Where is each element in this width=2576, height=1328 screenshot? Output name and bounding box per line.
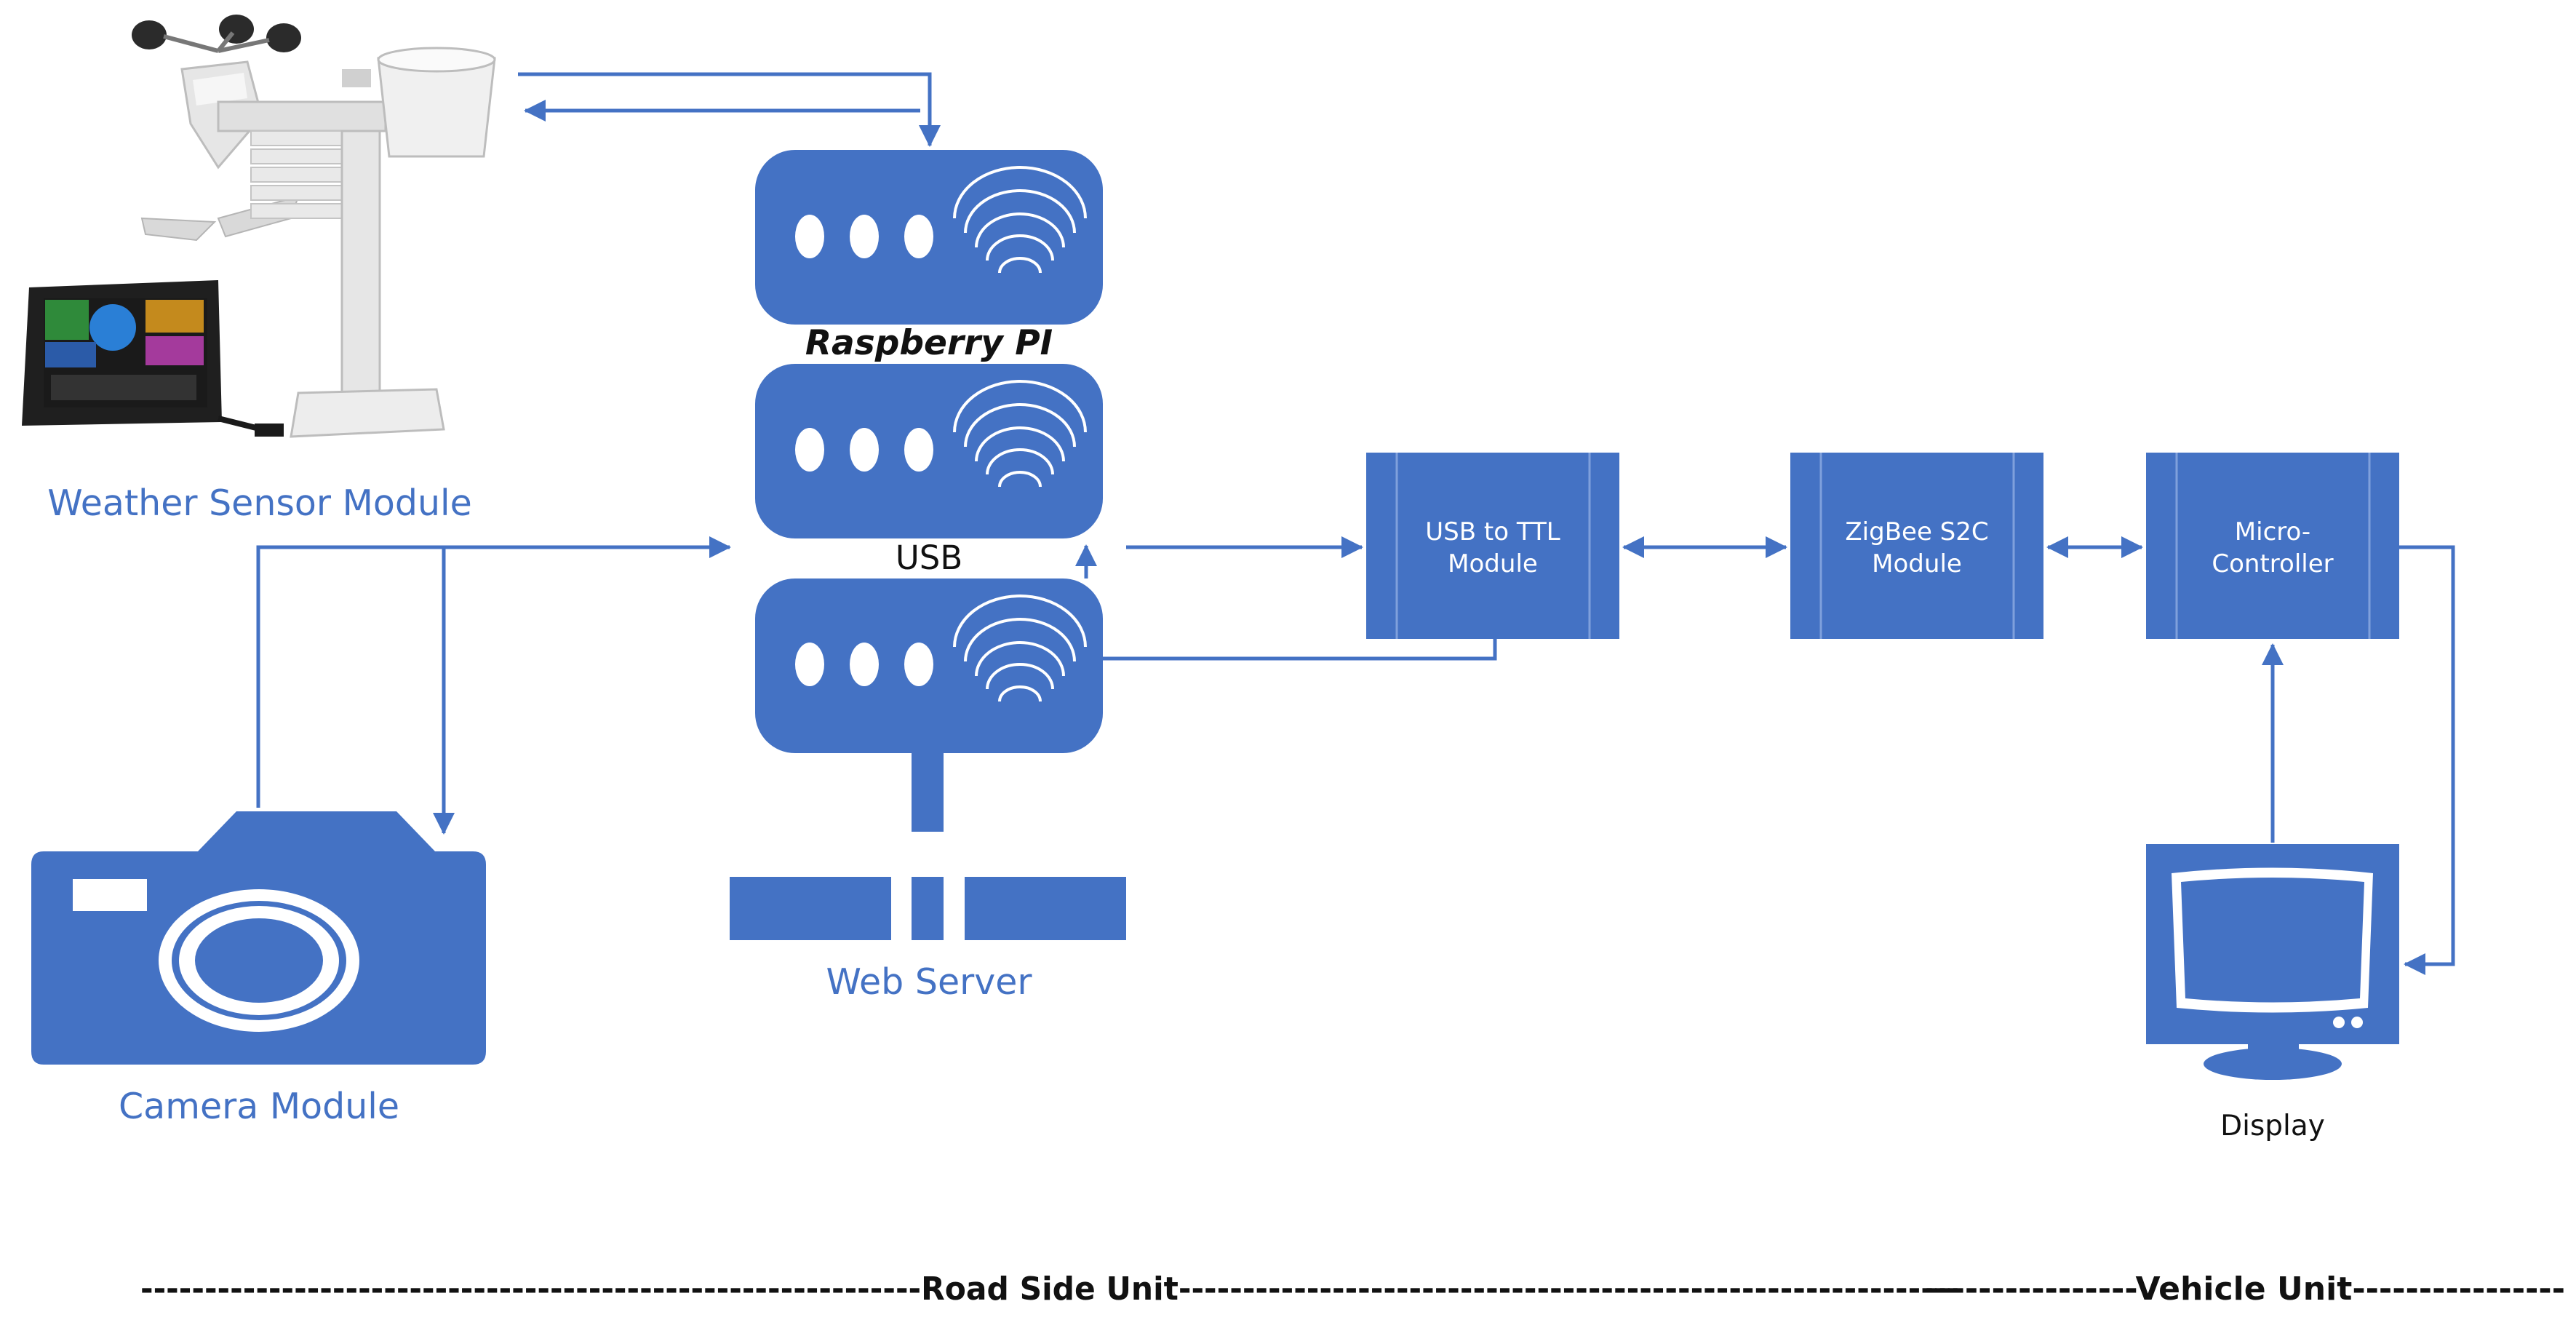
micro-line1: Micro- bbox=[2235, 517, 2310, 546]
vehicle-unit-label: ----------------Vehicle Unit------------… bbox=[1925, 1271, 2565, 1308]
server-icon bbox=[755, 150, 1103, 325]
network-icon bbox=[730, 753, 1126, 940]
display-label: Display bbox=[2220, 1110, 2325, 1142]
usb-ttl-line1: USB to TTL bbox=[1425, 517, 1560, 546]
usb-label: USB bbox=[896, 538, 962, 577]
road-side-unit-label: ----------------------------------------… bbox=[140, 1271, 1959, 1308]
server-icon bbox=[755, 364, 1103, 538]
usb-ttl-module bbox=[1366, 453, 1619, 639]
usb-ttl-line2: Module bbox=[1448, 549, 1538, 578]
camera-module-label: Camera Module bbox=[119, 1086, 399, 1127]
micro-controller-module bbox=[2146, 453, 2399, 639]
weather-station-icon bbox=[22, 15, 496, 438]
zigbee-line2: Module bbox=[1872, 549, 1962, 578]
weather-sensor-label: Weather Sensor Module bbox=[47, 482, 472, 524]
zigbee-line1: ZigBee S2C bbox=[1845, 517, 1988, 546]
camera-icon bbox=[31, 811, 486, 1065]
web-server-label: Web Server bbox=[826, 961, 1032, 1003]
server-icon bbox=[755, 578, 1103, 753]
monitor-icon bbox=[2146, 844, 2399, 1080]
zigbee-module bbox=[1790, 453, 2043, 639]
raspberry-pi-label: Raspberry PI bbox=[805, 323, 1053, 363]
micro-line2: Controller bbox=[2212, 549, 2333, 578]
connectors bbox=[256, 72, 2455, 975]
